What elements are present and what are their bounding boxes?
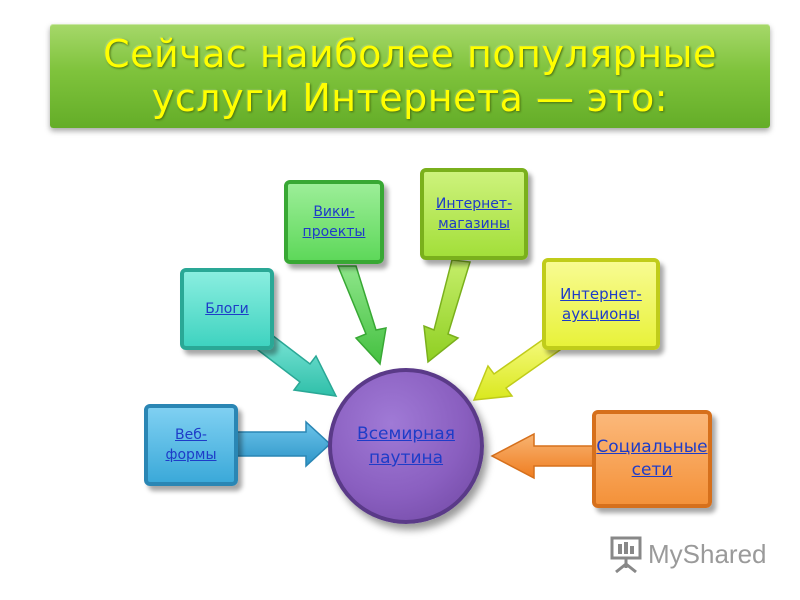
center-node-label: Всемирная паутина	[357, 424, 455, 468]
node-label: Блоги	[205, 301, 249, 317]
title-banner: Сейчас наиболее популярные услуги Интерн…	[50, 24, 770, 128]
arrow-sotsialnye-seti	[490, 432, 595, 480]
node-internet-magaziny[interactable]: Интернет- магазины	[420, 168, 528, 260]
center-node-vsemirnaya-pautina[interactable]: Всемирная паутина	[328, 368, 484, 524]
myshared-logo: MyShared	[608, 534, 767, 574]
arrow-internet-magaziny	[423, 259, 471, 364]
presentation-board-icon	[610, 536, 642, 574]
arrow-viki-proekty	[336, 265, 387, 366]
node-label: Вики- проекты	[302, 204, 366, 240]
arrow-veb-forumy	[235, 420, 332, 468]
node-label: Веб- формы	[165, 427, 217, 463]
node-blogi[interactable]: Блоги	[180, 268, 274, 350]
arrow-blogi	[257, 330, 338, 397]
node-sotsialnye-seti[interactable]: Социальные сети	[592, 410, 712, 508]
slide-title: Сейчас наиболее популярные услуги Интерн…	[103, 32, 717, 120]
arrow-internet-auktsiony	[472, 334, 562, 401]
node-veb-forumy[interactable]: Веб- формы	[144, 404, 238, 486]
node-viki-proekty[interactable]: Вики- проекты	[284, 180, 384, 264]
node-label: Интернет- магазины	[435, 196, 513, 232]
node-label: Социальные сети	[596, 437, 708, 480]
node-label: Интернет- аукционы	[560, 285, 642, 323]
node-internet-auktsiony[interactable]: Интернет- аукционы	[542, 258, 660, 350]
logo-text: MyShared	[648, 538, 767, 569]
